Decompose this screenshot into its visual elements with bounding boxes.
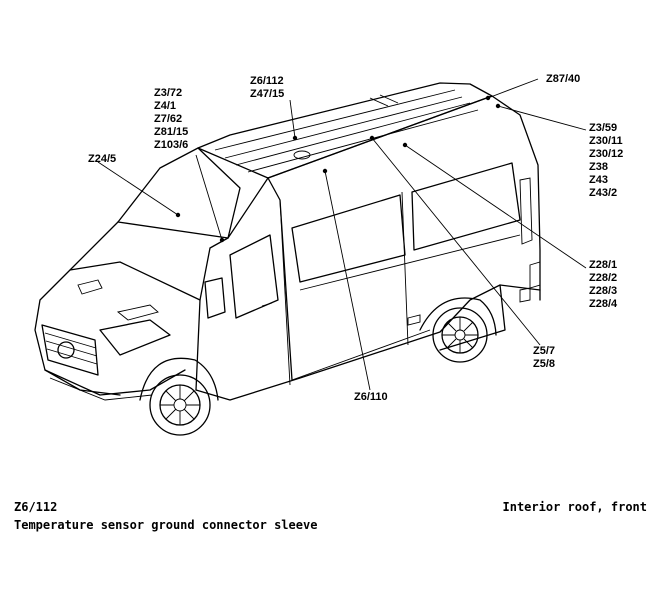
- label-group-z3-72: Z3/72 Z4/1 Z7/62 Z81/15 Z103/6: [154, 87, 188, 151]
- caption-component-description: Temperature sensor ground connector slee…: [14, 518, 318, 532]
- van-diagram: Z3/72 Z4/1 Z7/62 Z81/15 Z103/6 Z6/112 Z4…: [34, 73, 623, 436]
- leader-lines: [97, 78, 587, 391]
- label-z5-8: Z5/8: [533, 358, 555, 370]
- label-group-z28: Z28/1 Z28/2 Z28/3 Z28/4: [589, 259, 618, 310]
- label-z87-40: Z87/40: [546, 73, 580, 85]
- leader-dots: [175, 95, 501, 243]
- label-z47-15: Z47/15: [250, 88, 284, 100]
- label-group-z6-112: Z6/112 Z47/15: [250, 75, 284, 100]
- label-z30-11: Z30/11: [589, 135, 623, 147]
- label-z28-3: Z28/3: [589, 285, 617, 297]
- label-z28-2: Z28/2: [589, 272, 617, 284]
- label-z4-1: Z4/1: [154, 100, 176, 112]
- van-illustration: [34, 82, 541, 436]
- label-z28-4: Z28/4: [589, 298, 618, 310]
- label-z43-2: Z43/2: [589, 187, 617, 199]
- label-z103-6: Z103/6: [154, 139, 188, 151]
- label-z6-110: Z6/110: [354, 391, 388, 403]
- label-z3-72: Z3/72: [154, 87, 182, 99]
- caption-location: Interior roof, front: [502, 500, 648, 514]
- label-z30-12: Z30/12: [589, 148, 623, 160]
- label-z3-59: Z3/59: [589, 122, 617, 134]
- label-z7-62: Z7/62: [154, 113, 182, 125]
- label-group-z5: Z5/7 Z5/8: [533, 345, 555, 370]
- label-z81-15: Z81/15: [154, 126, 188, 138]
- caption-component-code: Z6/112: [14, 500, 58, 514]
- label-z38: Z38: [589, 161, 608, 173]
- label-z5-7: Z5/7: [533, 345, 555, 357]
- label-z28-1: Z28/1: [589, 259, 617, 271]
- label-z43: Z43: [589, 174, 608, 186]
- label-z6-112: Z6/112: [250, 75, 284, 87]
- label-group-z3-59: Z3/59 Z30/11 Z30/12 Z38 Z43 Z43/2: [589, 122, 623, 199]
- label-z24-5: Z24/5: [88, 153, 116, 165]
